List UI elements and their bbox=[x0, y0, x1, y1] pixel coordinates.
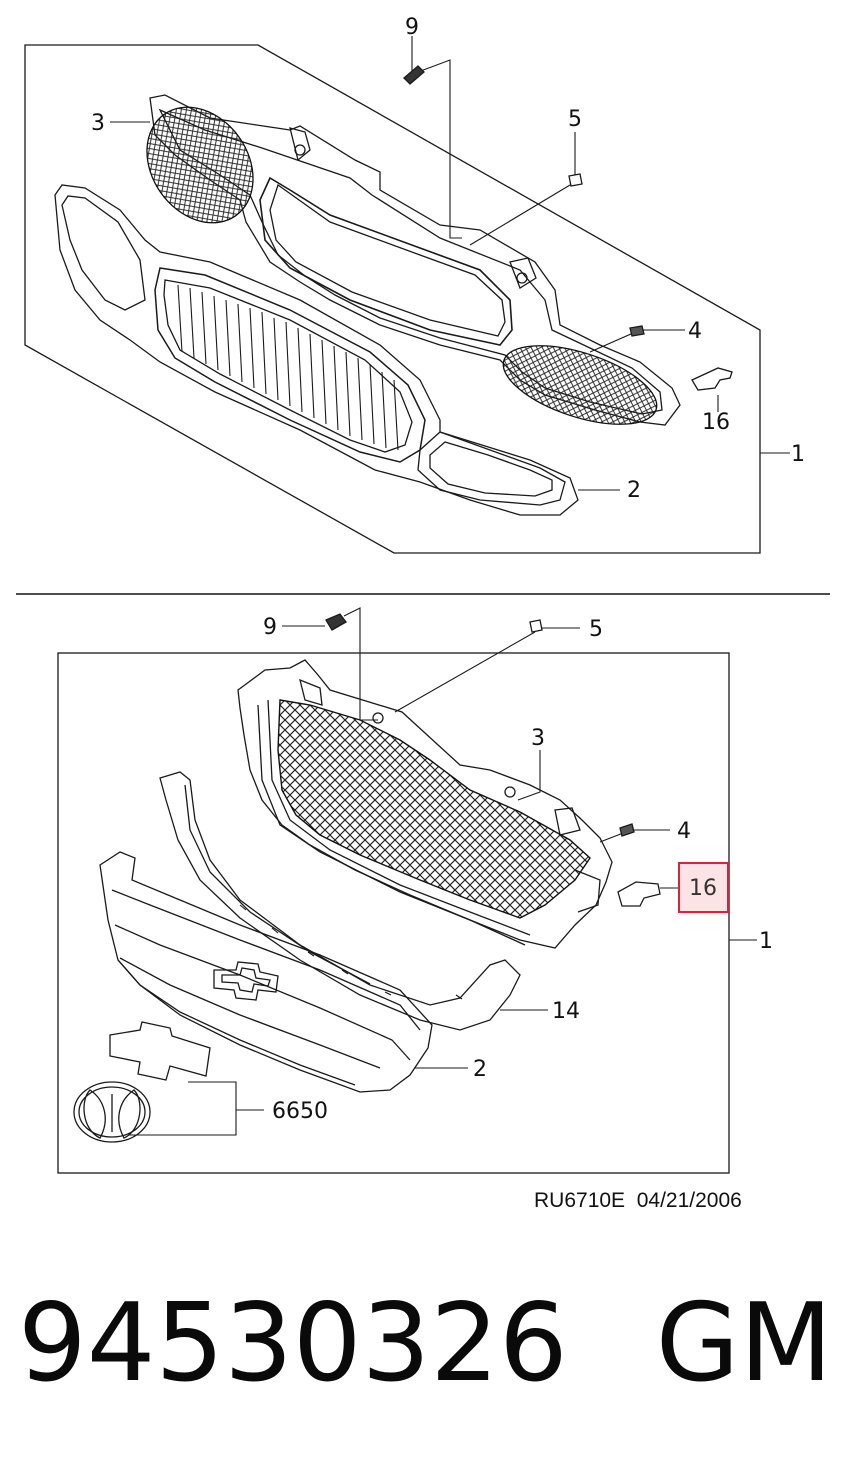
upper-callout-5: 5 bbox=[568, 107, 582, 132]
reference-date: 04/21/2006 bbox=[636, 1189, 742, 1212]
clip-part-16-lower bbox=[617, 881, 661, 907]
highlight-box-16 bbox=[678, 862, 729, 913]
emblem-bowtie bbox=[109, 1021, 211, 1081]
lower-leaders bbox=[128, 607, 757, 1136]
upper-diagram bbox=[24, 36, 790, 554]
upper-callout-1: 1 bbox=[791, 442, 805, 467]
upper-frame bbox=[24, 44, 761, 554]
emblem-daewoo bbox=[73, 1081, 151, 1143]
part-number: 94530326 bbox=[18, 1281, 568, 1406]
lower-diagram bbox=[57, 607, 757, 1174]
grille-carrier-lower bbox=[237, 659, 613, 949]
grille-panel-lower bbox=[99, 851, 433, 1093]
lower-callout-6650: 6650 bbox=[272, 1099, 328, 1124]
clip-part-16 bbox=[691, 367, 733, 391]
lower-callout-3: 3 bbox=[531, 726, 545, 751]
lower-callout-14: 14 bbox=[552, 999, 580, 1024]
upper-callout-2: 2 bbox=[627, 478, 641, 503]
brand-name: GM bbox=[655, 1281, 833, 1406]
reference-label: RU6710E 04/21/2006 bbox=[534, 1189, 742, 1213]
lower-callout-2: 2 bbox=[473, 1057, 487, 1082]
lower-callout-1: 1 bbox=[759, 929, 773, 954]
lower-callout-16: 16 bbox=[689, 876, 717, 901]
lower-frame bbox=[57, 652, 730, 1174]
lower-callout-5: 5 bbox=[589, 617, 603, 642]
molding-strip bbox=[159, 771, 521, 1031]
lower-callout-9: 9 bbox=[263, 615, 277, 640]
lower-callout-4: 4 bbox=[677, 819, 691, 844]
grille-emblem bbox=[213, 961, 279, 1001]
grille-panel bbox=[54, 184, 579, 516]
reference-code: RU6710E bbox=[534, 1189, 626, 1212]
upper-callout-4: 4 bbox=[688, 319, 702, 344]
grille-carrier bbox=[146, 94, 681, 426]
upper-callout-3: 3 bbox=[91, 111, 105, 136]
upper-callout-16: 16 bbox=[702, 410, 730, 435]
upper-callout-9: 9 bbox=[405, 15, 419, 40]
